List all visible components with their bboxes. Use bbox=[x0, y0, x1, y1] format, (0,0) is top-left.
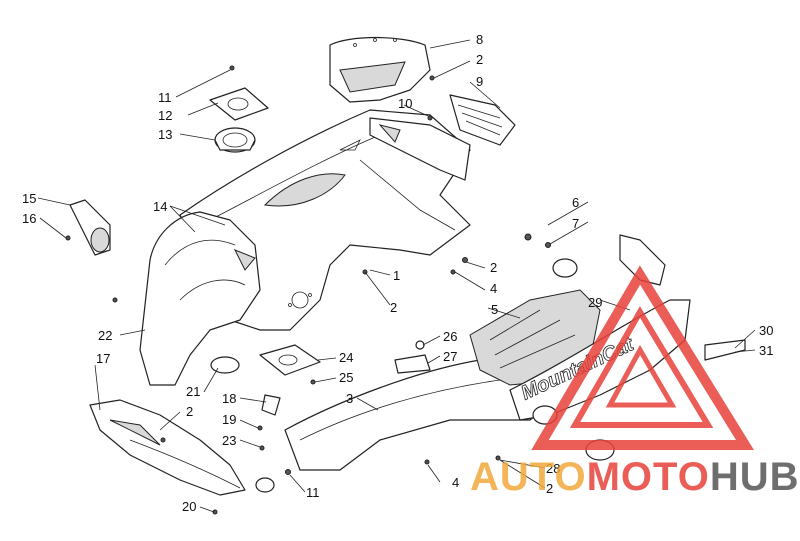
watermark-text-hub: HUB bbox=[710, 455, 800, 499]
svg-text:AUTOMOTOHUB: AUTOMOTOHUB bbox=[470, 455, 800, 499]
callout-22: 22 bbox=[98, 328, 112, 343]
callout-18: 18 bbox=[222, 391, 236, 406]
callout-1: 1 bbox=[393, 268, 400, 283]
front-panel-10 bbox=[369, 117, 471, 181]
boot-15 bbox=[69, 199, 111, 256]
callout-16: 16 bbox=[22, 211, 36, 226]
callout-21: 21 bbox=[186, 384, 200, 399]
callout-4a: 4 bbox=[490, 281, 497, 296]
bracket-18 bbox=[261, 394, 281, 416]
callout-8: 8 bbox=[476, 32, 483, 47]
callout-12: 12 bbox=[158, 108, 172, 123]
top-shroud-8 bbox=[329, 36, 431, 103]
callout-7: 7 bbox=[572, 216, 579, 231]
callout-2b: 2 bbox=[490, 260, 497, 275]
callout-15: 15 bbox=[22, 191, 36, 206]
callout-27: 27 bbox=[443, 349, 457, 364]
callout-11a: 11 bbox=[158, 90, 172, 105]
callout-29: 29 bbox=[588, 295, 602, 310]
callout-24: 24 bbox=[339, 350, 353, 365]
callout-6: 6 bbox=[572, 195, 579, 210]
clamp-21 bbox=[210, 356, 240, 374]
belly-pan-3 bbox=[284, 359, 561, 471]
callout-3: 3 bbox=[346, 391, 353, 406]
callout-2c: 2 bbox=[390, 300, 397, 315]
callout-2a: 2 bbox=[476, 52, 483, 67]
callout-31: 31 bbox=[759, 343, 773, 358]
watermark-text-auto: AUTO bbox=[470, 455, 587, 499]
callout-4b: 4 bbox=[452, 475, 459, 490]
callout-19: 19 bbox=[222, 412, 236, 427]
callout-5: 5 bbox=[491, 302, 498, 317]
side-panel-14 bbox=[139, 211, 261, 386]
callout-14: 14 bbox=[153, 199, 167, 214]
callout-9: 9 bbox=[476, 74, 483, 89]
intake-plate-12 bbox=[209, 87, 269, 121]
washer-26 bbox=[415, 340, 425, 350]
rear-bracket bbox=[619, 234, 746, 361]
callout-17: 17 bbox=[96, 351, 110, 366]
callout-10: 10 bbox=[398, 96, 412, 111]
intake-boot-13 bbox=[214, 127, 256, 153]
callout-11b: 11 bbox=[306, 485, 320, 500]
lower-fairing-17 bbox=[89, 399, 246, 496]
callout-2e: 2 bbox=[546, 481, 553, 496]
watermark-text-moto: MOTO bbox=[587, 455, 710, 499]
cap-11b bbox=[255, 477, 275, 493]
callout-13: 13 bbox=[158, 127, 172, 142]
vent-grille-9 bbox=[449, 94, 516, 146]
watermark: AUTOMOTOHUB bbox=[470, 265, 800, 499]
callout-numbers: 1 2 2 2 2 2 3 4 4 5 6 7 8 9 10 11 11 12 … bbox=[22, 32, 773, 514]
callout-20: 20 bbox=[182, 499, 196, 514]
callout-30: 30 bbox=[759, 323, 773, 338]
leader-lines bbox=[37, 39, 756, 513]
callout-26: 26 bbox=[443, 329, 457, 344]
callout-23: 23 bbox=[222, 433, 236, 448]
watermark-triangle-icon bbox=[531, 265, 754, 450]
callout-2d: 2 bbox=[186, 404, 193, 419]
callout-28: 28 bbox=[546, 461, 560, 476]
grommet-7 bbox=[552, 258, 578, 278]
callout-25: 25 bbox=[339, 370, 353, 385]
plate-24 bbox=[259, 344, 321, 376]
plate-27 bbox=[394, 354, 431, 374]
